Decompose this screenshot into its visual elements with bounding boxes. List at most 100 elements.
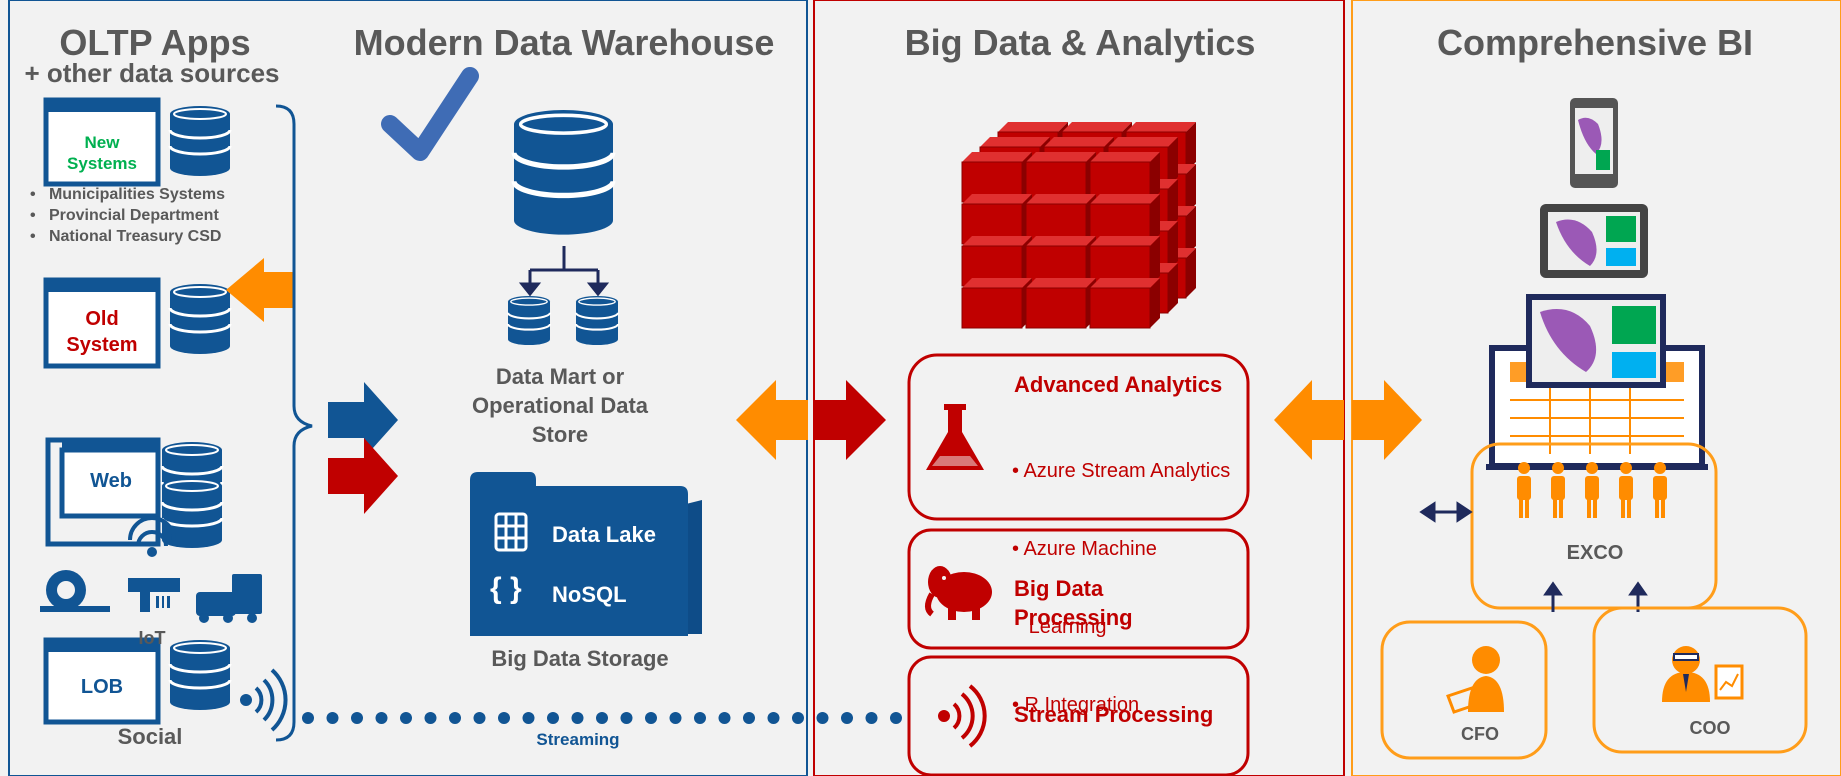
exco-people-icon <box>1517 462 1667 518</box>
social-label: Social <box>117 724 183 749</box>
warehouse-title: Modern Data Warehouse <box>353 22 775 63</box>
iot-label: IoT <box>138 628 166 648</box>
bi-title: Comprehensive BI <box>1436 22 1754 63</box>
data-mart-line-1: Data Mart or <box>495 364 625 389</box>
streaming-dot <box>620 712 633 724</box>
new-systems-line-2: Systems <box>67 154 137 173</box>
streaming-dot <box>743 712 755 724</box>
streaming-dot <box>645 712 657 724</box>
lob-label: LOB <box>80 676 124 698</box>
stream-processing-label: Stream Processing <box>1014 702 1214 727</box>
blue-right-arrow-icon <box>328 382 398 458</box>
nosql-braces-icon: { } <box>490 572 522 605</box>
mart-database-right-icon <box>574 294 620 347</box>
iot-devices-icon <box>40 570 262 623</box>
oltp-title: OLTP Apps <box>59 22 251 63</box>
streaming-dot <box>571 712 584 724</box>
streaming-dot <box>375 712 388 724</box>
mart-database-left-icon <box>506 294 552 347</box>
advanced-analytics-box <box>907 353 1250 521</box>
streaming-dot <box>498 712 510 724</box>
stream-processing-box <box>907 655 1250 776</box>
big-data-storage-folder-icon <box>470 472 702 636</box>
warehouse-database-icon <box>514 110 613 235</box>
source-system-item: • Municipalities Systems <box>30 186 225 203</box>
old-system-line-1: Old <box>85 308 119 330</box>
source-system-name: National Treasury CSD <box>48 228 222 245</box>
double-arrow-icon <box>1419 501 1473 523</box>
nosql-label: NoSQL <box>552 582 627 607</box>
phone-device-icon <box>1570 98 1618 188</box>
web-window-icon <box>45 437 161 547</box>
bi-section-frame <box>1351 0 1841 776</box>
streaming-dot <box>816 712 829 724</box>
new-systems-database-icon <box>168 104 232 178</box>
data-mart-line-2: Operational Data <box>471 393 649 418</box>
lob-window-icon <box>43 637 161 725</box>
lob-database-icon <box>168 638 232 712</box>
data-lake-label: Data Lake <box>552 522 656 547</box>
orange-left-arrow-icon <box>226 258 294 322</box>
warehouse-section-frame <box>8 0 808 776</box>
streaming-dot <box>694 712 706 724</box>
source-systems-list: • Municipalities Systems • Provincial De… <box>30 184 225 247</box>
grid-icon <box>494 512 528 552</box>
data-cubes-icon <box>961 121 1197 329</box>
advanced-analytics-title: Advanced Analytics <box>1014 372 1223 397</box>
analytics-item: • Azure Machine <box>1012 538 1157 560</box>
hadoop-elephant-icon <box>925 566 992 620</box>
tablet-device-icon <box>1540 204 1648 278</box>
data-cube <box>961 277 1033 329</box>
analytics-item: • R Integration <box>1012 694 1140 716</box>
streaming-dot <box>522 712 535 724</box>
new-systems-label: New Systems <box>50 132 154 174</box>
new-systems-window-icon <box>43 97 161 187</box>
streaming-dot <box>424 712 437 724</box>
coo-box <box>1592 606 1808 754</box>
streaming-dot <box>596 712 608 724</box>
streaming-dot <box>351 712 363 724</box>
oltp-subtitle: + other data sources <box>24 58 280 88</box>
cfo-person-icon <box>1446 646 1504 714</box>
orange-double-arrow-left-2-icon <box>1274 380 1344 460</box>
orange-double-arrow-left-icon <box>736 380 808 460</box>
old-system-window-icon <box>43 277 161 369</box>
streaming-dot <box>865 712 878 724</box>
bigdata-title: Big Data & Analytics <box>904 22 1256 63</box>
checkmark-icon <box>381 67 479 161</box>
advanced-analytics-list: • Azure Stream Analytics • Azure Machine… <box>1012 406 1230 744</box>
new-systems-line-1: New <box>84 133 120 152</box>
data-mart-label: Data Mart or Operational Data Store <box>440 362 680 449</box>
streaming-dot <box>792 712 804 724</box>
cfo-box <box>1380 620 1548 760</box>
streaming-dot <box>449 712 461 724</box>
processing-line-1: Big Data <box>1014 576 1104 601</box>
data-mart-line-3: Store <box>531 422 589 447</box>
streaming-label: Streaming <box>536 730 620 749</box>
orange-double-arrow-right-icon <box>1352 380 1422 460</box>
source-system-item: • National Treasury CSD <box>30 228 222 245</box>
exco-box <box>1470 442 1718 610</box>
web-label: Web <box>90 470 132 492</box>
stream-signal-icon <box>938 684 987 748</box>
up-arrows-icon <box>1543 581 1648 612</box>
analytics-item: Learning <box>1012 616 1107 638</box>
red-right-arrow-icon <box>328 438 398 514</box>
streaming-dot <box>326 712 339 724</box>
data-cube <box>1025 277 1097 329</box>
streaming-dot <box>890 712 902 724</box>
web-database-2-icon <box>160 476 224 550</box>
bigdata-section-frame <box>813 0 1345 776</box>
source-system-name: Provincial Department <box>48 207 219 224</box>
source-system-name: Municipalities Systems <box>48 186 225 203</box>
streaming-dot <box>473 712 486 724</box>
exco-label: EXCO <box>1566 542 1624 564</box>
old-system-label: Old System <box>50 306 154 358</box>
coo-label: COO <box>1689 718 1731 738</box>
big-data-processing-box <box>907 528 1250 650</box>
red-double-arrow-right-icon <box>814 380 886 460</box>
social-broadcast-icon <box>240 668 288 732</box>
streaming-dot <box>767 712 780 724</box>
big-data-storage-label: Big Data Storage <box>491 646 669 671</box>
